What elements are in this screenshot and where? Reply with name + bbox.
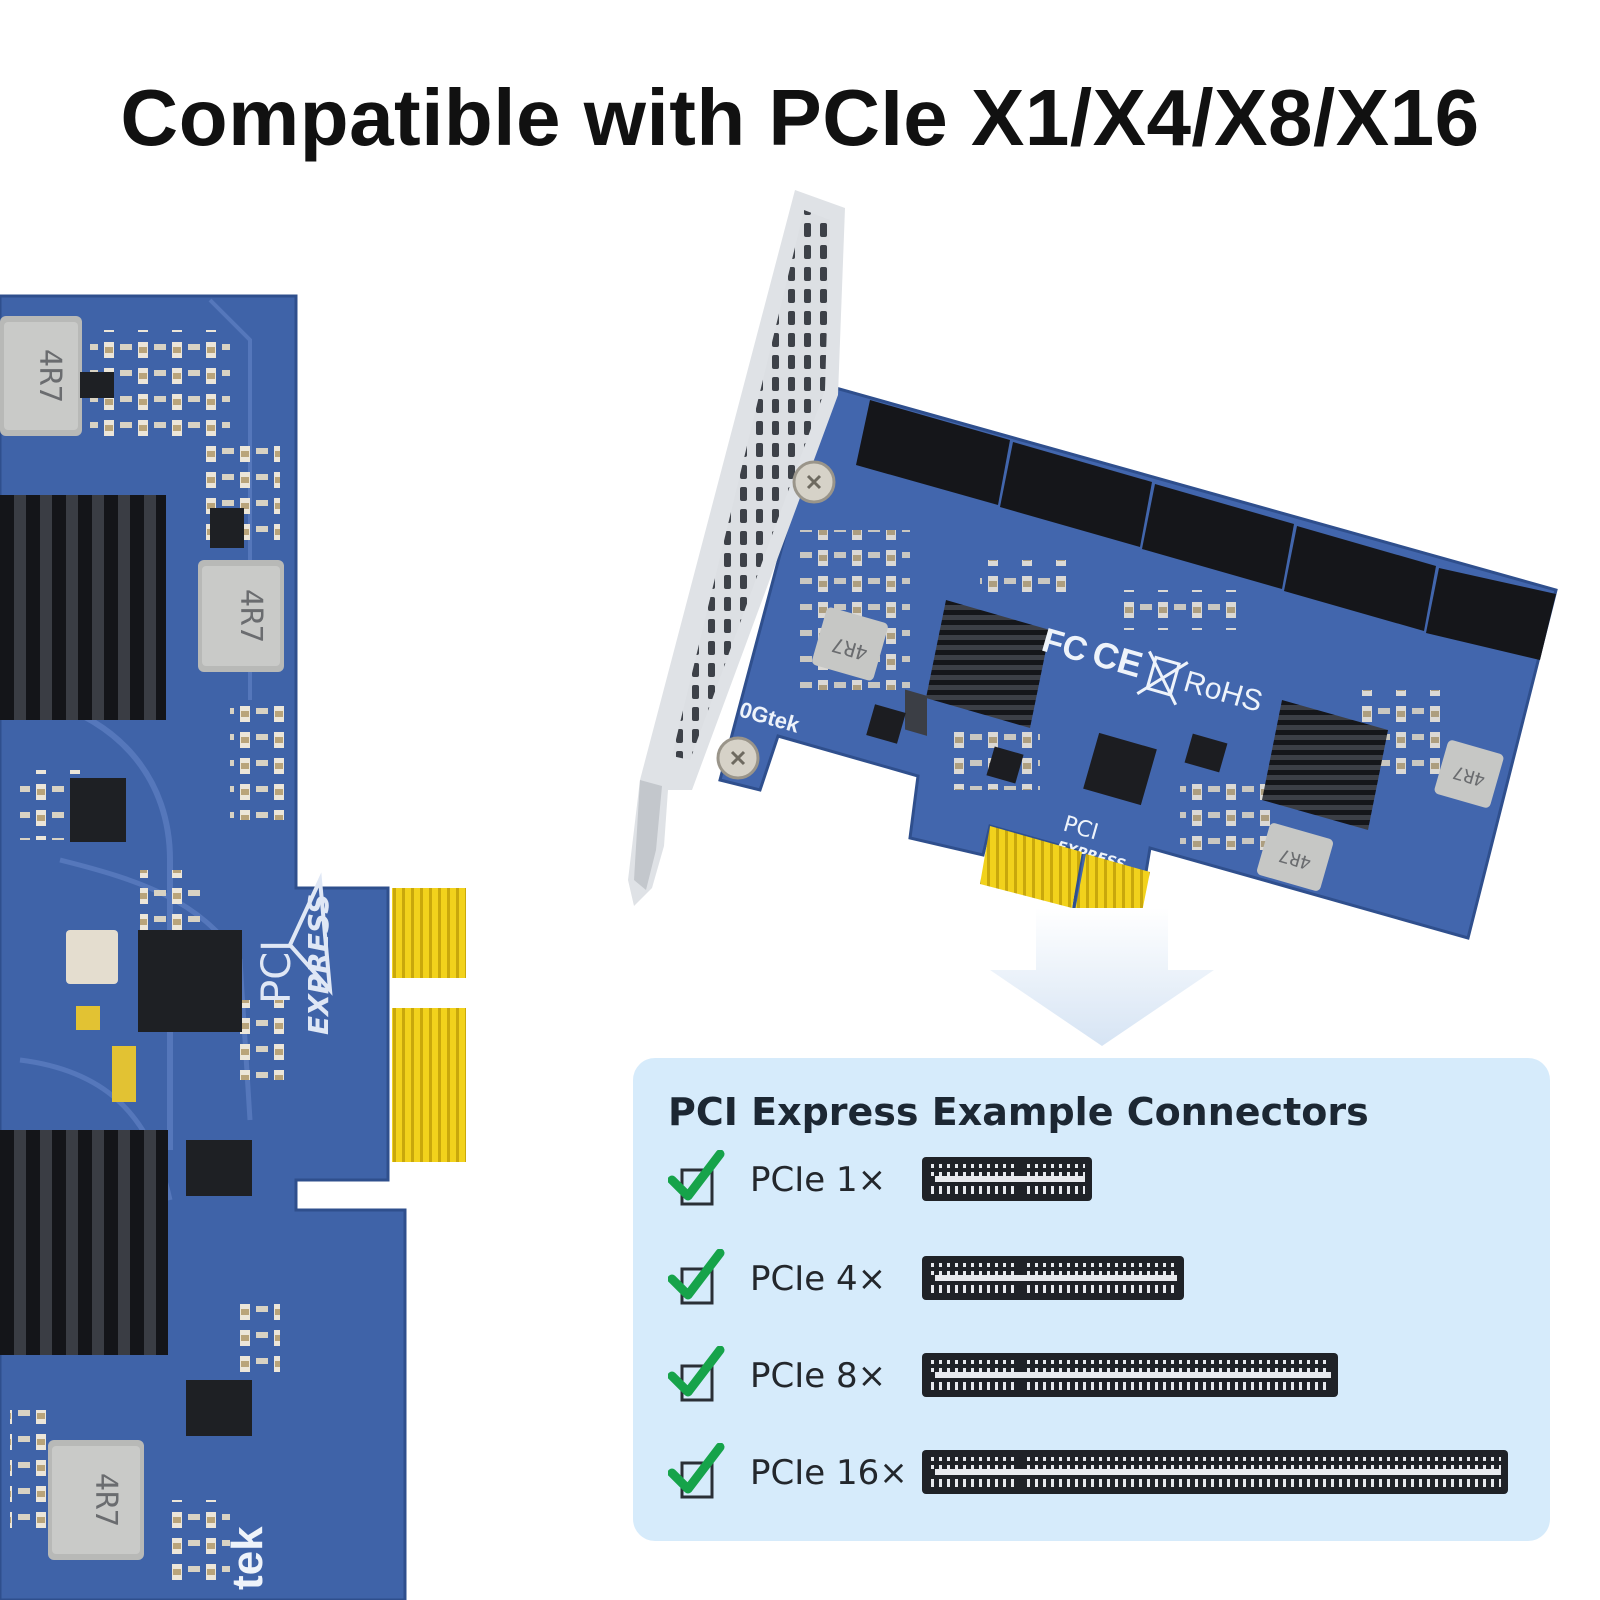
connector-label: PCIe 8× — [750, 1356, 887, 1396]
svg-text:4R7: 4R7 — [32, 349, 67, 403]
pcb-closeup: 4R7 4R7 4R7 PCI EXPRESS tek — [0, 294, 466, 1600]
svg-text:PCI: PCI — [254, 940, 300, 1004]
connector-label: PCIe 1× — [750, 1160, 887, 1200]
connector-slot-icon — [922, 1157, 1092, 1201]
weee-icon — [1136, 650, 1189, 706]
panel-title: PCI Express Example Connectors — [668, 1090, 1369, 1134]
connector-row-8x: PCIe 8× — [668, 1346, 1518, 1408]
connector-label: PCIe 16× — [750, 1453, 908, 1493]
inductor: 4R7 — [48, 1440, 144, 1560]
connector-row-4x: PCIe 4× — [668, 1249, 1518, 1311]
check-icon — [668, 1150, 725, 1206]
connector-slot-icon — [922, 1353, 1338, 1397]
svg-text:4R7: 4R7 — [88, 1473, 123, 1527]
svg-text:4R7: 4R7 — [233, 589, 268, 643]
connector-row-1x: PCIe 1× — [668, 1150, 1518, 1212]
headline: Compatible with PCIe X1/X4/X8/X16 — [120, 73, 1480, 162]
connector-label: PCIe 4× — [750, 1259, 887, 1299]
connector-slot-icon — [922, 1450, 1508, 1494]
svg-text:tek: tek — [223, 1526, 272, 1590]
inductor: 4R7 — [0, 316, 82, 436]
pcie-card-photo: 4R7 4R7 4R7 FC CE RoHS 0Gtek PCI EXPRESS — [628, 190, 1558, 940]
check-icon — [668, 1346, 725, 1402]
check-icon — [668, 1443, 725, 1499]
connector-row-16x: PCIe 16× — [668, 1443, 1518, 1505]
check-icon — [668, 1249, 725, 1305]
inductor: 4R7 — [198, 560, 284, 672]
down-arrow-icon — [990, 908, 1214, 1046]
connector-slot-icon — [922, 1256, 1184, 1300]
